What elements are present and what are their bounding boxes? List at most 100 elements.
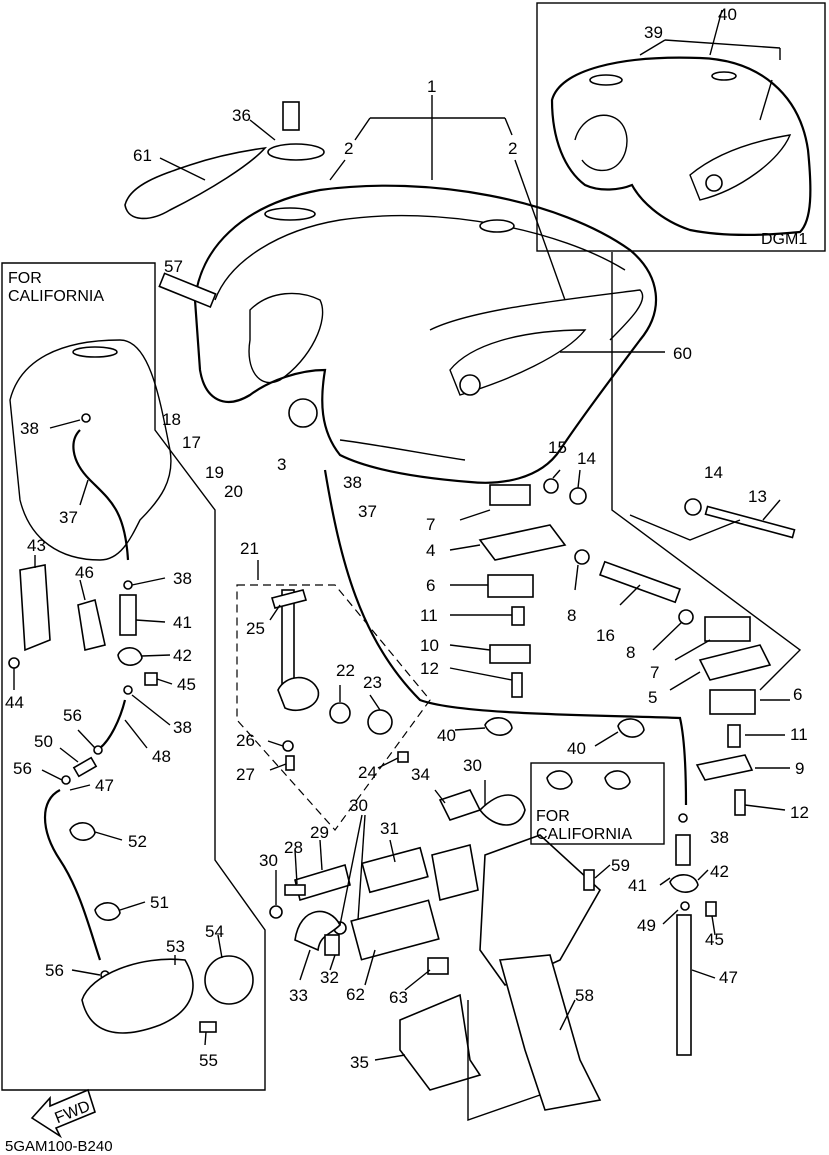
california-tank-outline [9, 339, 172, 561]
clamp-40b [617, 718, 645, 738]
screw-27 [285, 755, 295, 771]
bracket-7a [489, 484, 531, 506]
right-hose-assembly [659, 813, 717, 1056]
callout-c7a: 7 [426, 515, 435, 534]
callout-c36: 36 [232, 106, 251, 125]
inset-dgm1: 40 39 DGM1 [536, 2, 826, 252]
washer-14a [569, 487, 587, 505]
tank-emblem [449, 329, 587, 396]
callout-c11b: 11 [790, 725, 808, 744]
callout-c7b: 7 [650, 663, 659, 682]
callout-c13: 13 [748, 487, 767, 506]
callout-c11a: 11 [420, 606, 438, 625]
joint-50 [72, 756, 98, 778]
callout-c35: 35 [350, 1053, 369, 1072]
clip-38b [678, 813, 688, 823]
callout-c28: 28 [284, 838, 303, 857]
callout-c38e: 38 [173, 718, 192, 737]
callout-c61: 61 [133, 146, 152, 165]
fuel-pump-62 [350, 899, 440, 961]
callout-c6a: 6 [426, 576, 435, 595]
callout-c2b: 2 [508, 139, 517, 158]
clamp-52 [69, 822, 96, 841]
callout-c46: 46 [75, 563, 94, 582]
callout-c40b: 40 [567, 739, 586, 758]
callout-c19: 19 [205, 463, 224, 482]
hose-and-pump [269, 469, 688, 1121]
bolt-55 [199, 1021, 217, 1033]
screw-44 [8, 657, 20, 669]
screw-45b [144, 672, 158, 686]
callout-c10: 10 [420, 636, 439, 655]
filler-opening [264, 207, 316, 221]
callout-c8b: 8 [626, 643, 635, 662]
clip-38d [123, 580, 133, 590]
gasket-25 [270, 589, 308, 609]
collar-11a [511, 606, 525, 626]
callout-c59: 59 [611, 856, 630, 875]
callout-c58: 58 [575, 986, 594, 1005]
callout-c51: 51 [150, 893, 169, 912]
tank-badge-trim [429, 289, 644, 341]
callout-c14b: 14 [704, 463, 723, 482]
callout-c18: 18 [162, 410, 181, 429]
callout-c42b: 42 [173, 646, 192, 665]
california-panel-frame [1, 262, 266, 1091]
fwd-arrow: FWD [30, 1088, 96, 1139]
o-ring-22 [329, 702, 351, 724]
callout-c26: 26 [236, 731, 255, 750]
callout-c23: 23 [363, 673, 382, 692]
callout-c60: 60 [673, 344, 692, 363]
tank-bottom-trim [339, 439, 466, 461]
fuel-tank [124, 95, 665, 484]
clamp-51 [94, 902, 121, 921]
clip-38c [81, 413, 91, 423]
inset-tank-outline [550, 56, 812, 236]
inset-tank-recess [574, 114, 628, 172]
callout-c47a: 47 [719, 968, 738, 987]
callout-c63: 63 [389, 988, 408, 1007]
lever-23 [367, 709, 393, 735]
hose-30-top [478, 794, 526, 826]
hose-37b [72, 429, 130, 561]
diagram-code: 5GAM100-B240 [5, 1138, 113, 1155]
callout-c56a: 56 [63, 706, 82, 725]
damper-15 [543, 478, 559, 494]
tank-stripe [214, 214, 626, 301]
callout-c44: 44 [5, 693, 24, 712]
callout-c2a: 2 [344, 139, 353, 158]
fuel-cap-key [282, 101, 300, 131]
callout-c31: 31 [380, 819, 399, 838]
callout-c21: 21 [240, 539, 259, 558]
valve-41a [675, 834, 691, 866]
grommet-3 [288, 398, 318, 428]
washer-26 [282, 740, 294, 752]
callout-c24: 24 [358, 763, 377, 782]
band-54 [204, 955, 254, 1005]
callout-c37b: 37 [59, 508, 78, 527]
inset-filler-opening [589, 74, 623, 86]
inset-emblem-logo [705, 174, 723, 192]
callout-c55: 55 [199, 1051, 218, 1070]
breather-hose-57 [158, 272, 217, 309]
callout-c30c: 30 [259, 851, 278, 870]
clamp-42b [117, 647, 143, 666]
callout-c14a: 14 [577, 449, 596, 468]
cap-bracket [479, 219, 515, 233]
callout-c25: 25 [246, 619, 265, 638]
callout-c30a: 30 [463, 756, 482, 775]
callout-c15: 15 [548, 438, 567, 457]
fwd-arrow-icon [30, 1088, 96, 1139]
callout-c50: 50 [34, 732, 53, 751]
mount-hardware [449, 252, 802, 816]
tank-side-recess [248, 292, 324, 384]
tank-emblem-logo [459, 374, 481, 396]
callout-c16: 16 [596, 626, 615, 645]
fuel-cock-assembly [236, 560, 431, 831]
fitting-28 [284, 884, 306, 896]
inset-emblem [689, 134, 792, 201]
washer-8b [678, 609, 694, 625]
california-parts-box: FOR CALIFORNIA [530, 762, 665, 845]
bolt-59 [583, 869, 595, 891]
california-line1: FOR [8, 270, 42, 287]
